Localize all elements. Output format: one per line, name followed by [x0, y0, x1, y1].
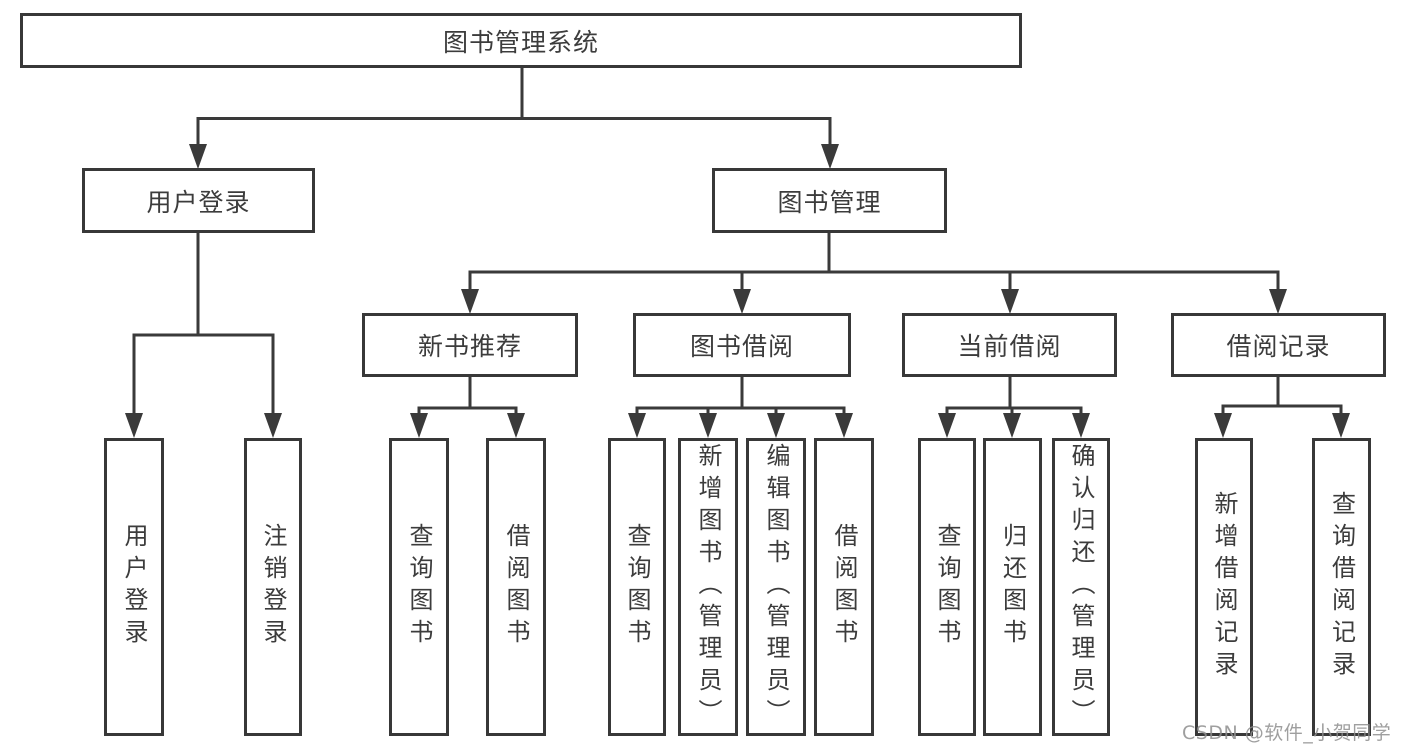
leaf-label: 注销登录 — [259, 523, 287, 651]
node-label: 图书管理 — [777, 187, 882, 217]
leaf-label: 归还图书 — [998, 523, 1027, 651]
arrow-down-icon — [410, 413, 428, 438]
arrow-down-icon — [1332, 413, 1350, 438]
arrow-down-icon — [628, 413, 646, 438]
leaf-query-books-borrowing: 查询图书 — [608, 438, 666, 736]
node-label: 借阅记录 — [1226, 332, 1331, 361]
node-label: 新书推荐 — [417, 332, 522, 361]
arrow-down-icon — [938, 413, 956, 438]
arrow-down-icon — [1214, 413, 1232, 438]
arrow-down-icon — [1072, 413, 1090, 438]
leaf-query-books-recommend: 查询图书 — [389, 438, 449, 736]
node-borrowing-records: 借阅记录 — [1171, 313, 1386, 377]
leaf-label: 查询图书 — [405, 523, 433, 651]
arrow-down-icon — [189, 144, 207, 169]
arrow-down-icon — [1003, 413, 1021, 438]
arrow-down-icon — [461, 289, 479, 314]
leaf-logout: 注销登录 — [244, 438, 302, 736]
node-label: 当前借阅 — [957, 332, 1062, 361]
node-current-borrowing: 当前借阅 — [902, 313, 1117, 377]
connector-records-to-leaves — [1221, 377, 1343, 415]
leaf-label: 编辑图书（管理员） — [762, 443, 790, 731]
arrow-down-icon — [507, 413, 525, 438]
leaf-label: 确认归还（管理员） — [1067, 443, 1095, 731]
leaf-label: 新增图书（管理员） — [694, 443, 722, 731]
node-label: 图书借阅 — [689, 332, 794, 361]
arrow-down-icon — [733, 289, 751, 314]
leaf-label: 查询图书 — [623, 523, 651, 651]
node-user-login: 用户登录 — [82, 168, 315, 233]
arrow-down-icon — [835, 413, 853, 438]
leaf-edit-books-admin: 编辑图书（管理员） — [746, 438, 806, 736]
connector-userlogin-to-leaves — [132, 233, 275, 415]
connector-bookmgmt-to-level3 — [468, 233, 1280, 291]
arrow-down-icon — [821, 144, 839, 169]
connector-borrow-to-leaves — [635, 377, 846, 415]
arrow-down-icon — [125, 413, 143, 438]
leaf-borrow-books-recommend: 借阅图书 — [486, 438, 546, 736]
leaf-confirm-return-admin: 确认归还（管理员） — [1052, 438, 1110, 736]
leaf-query-books-current: 查询图书 — [918, 438, 976, 736]
node-label: 用户登录 — [146, 187, 251, 217]
leaf-label: 新增借阅记录 — [1210, 491, 1238, 683]
node-book-management: 图书管理 — [712, 168, 947, 233]
arrow-down-icon — [699, 413, 717, 438]
arrow-down-icon — [264, 413, 282, 438]
leaf-label: 查询图书 — [933, 523, 961, 651]
csdn-watermark: CSDN @软件_小贺同学 — [1182, 722, 1392, 744]
leaf-add-books-admin: 新增图书（管理员） — [678, 438, 738, 736]
arrowheads — [125, 144, 1350, 438]
arrow-down-icon — [767, 413, 785, 438]
node-book-borrowing: 图书借阅 — [633, 313, 851, 377]
node-new-book-recommend: 新书推荐 — [362, 313, 578, 377]
leaf-borrow-books-borrowing: 借阅图书 — [814, 438, 874, 736]
leaf-user-login: 用户登录 — [104, 438, 164, 736]
arrow-down-icon — [1269, 289, 1287, 314]
connector-root-to-level2 — [196, 68, 832, 146]
connector-newbook-to-leaves — [417, 377, 518, 415]
leaf-return-books: 归还图书 — [983, 438, 1042, 736]
leaf-add-borrow-record: 新增借阅记录 — [1195, 438, 1253, 736]
node-library-management-system: 图书管理系统 — [20, 13, 1022, 68]
arrow-down-icon — [1001, 289, 1019, 314]
node-label: 图书管理系统 — [442, 27, 599, 57]
leaf-label: 借阅图书 — [830, 523, 858, 651]
leaf-label: 查询借阅记录 — [1327, 491, 1356, 683]
leaf-label: 用户登录 — [120, 523, 148, 651]
leaf-query-borrow-record: 查询借阅记录 — [1312, 438, 1371, 736]
leaf-label: 借阅图书 — [502, 523, 530, 651]
connector-current-to-leaves — [945, 377, 1083, 415]
